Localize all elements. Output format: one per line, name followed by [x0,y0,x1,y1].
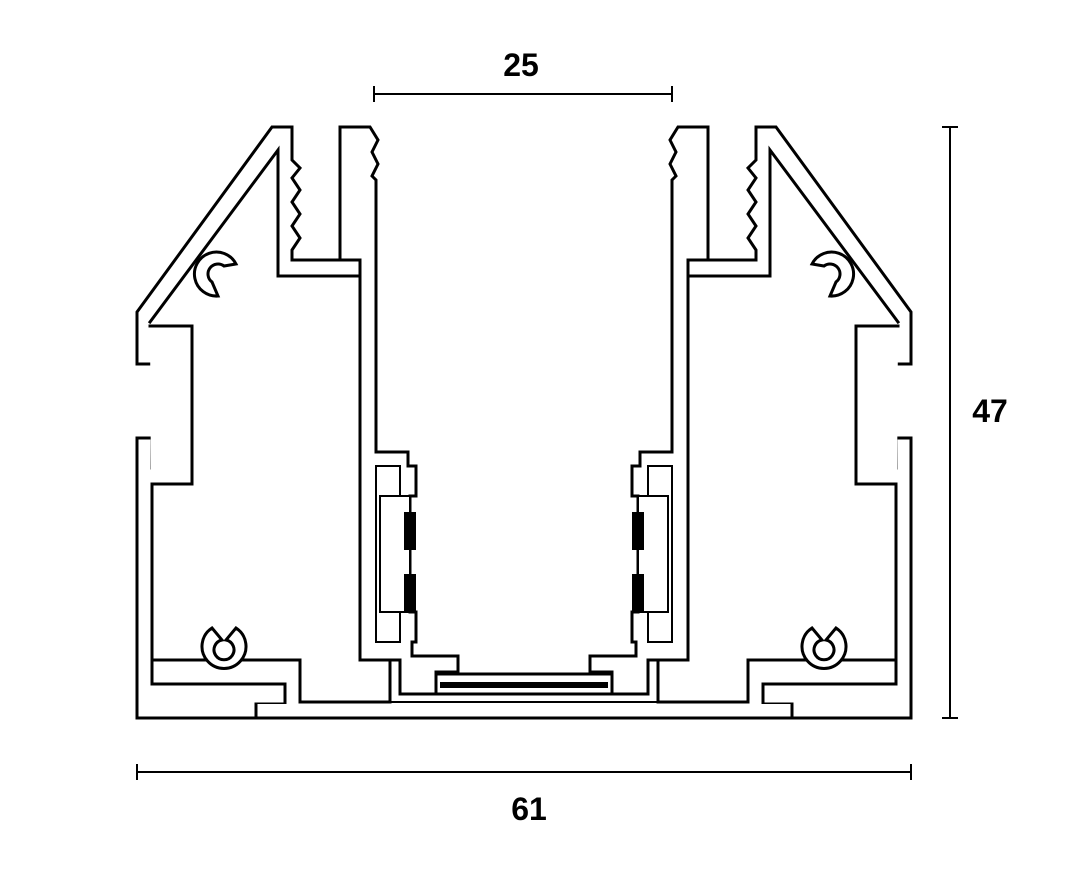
dimension-top-width: 25 [373,47,673,102]
dimension-overall-width: 61 [136,764,912,827]
base-plate [254,702,794,720]
right-clip-mark-upper [632,512,644,550]
left-upper-screw-port [193,250,239,298]
right-lower-screw-port [800,626,848,670]
dimension-overall-height-label: 47 [972,393,1008,429]
right-clip-mark-lower [632,574,644,612]
right-upper-screw-port [809,250,855,298]
left-lower-screw-port [200,626,248,670]
left-outer-inner-line [148,324,194,662]
dimension-top-width-label: 25 [503,47,539,83]
profile-left-half [135,125,460,720]
left-clip-mark-lower [404,574,416,612]
bottom-channel-strip-fill [440,682,608,688]
right-outer-inner-line [854,324,900,662]
dimension-overall-height: 47 [942,126,1008,719]
dimension-overall-width-label: 61 [511,791,547,827]
left-clip-mark-upper [404,512,416,550]
profile-base [254,672,794,720]
profile-right-half [588,125,913,720]
